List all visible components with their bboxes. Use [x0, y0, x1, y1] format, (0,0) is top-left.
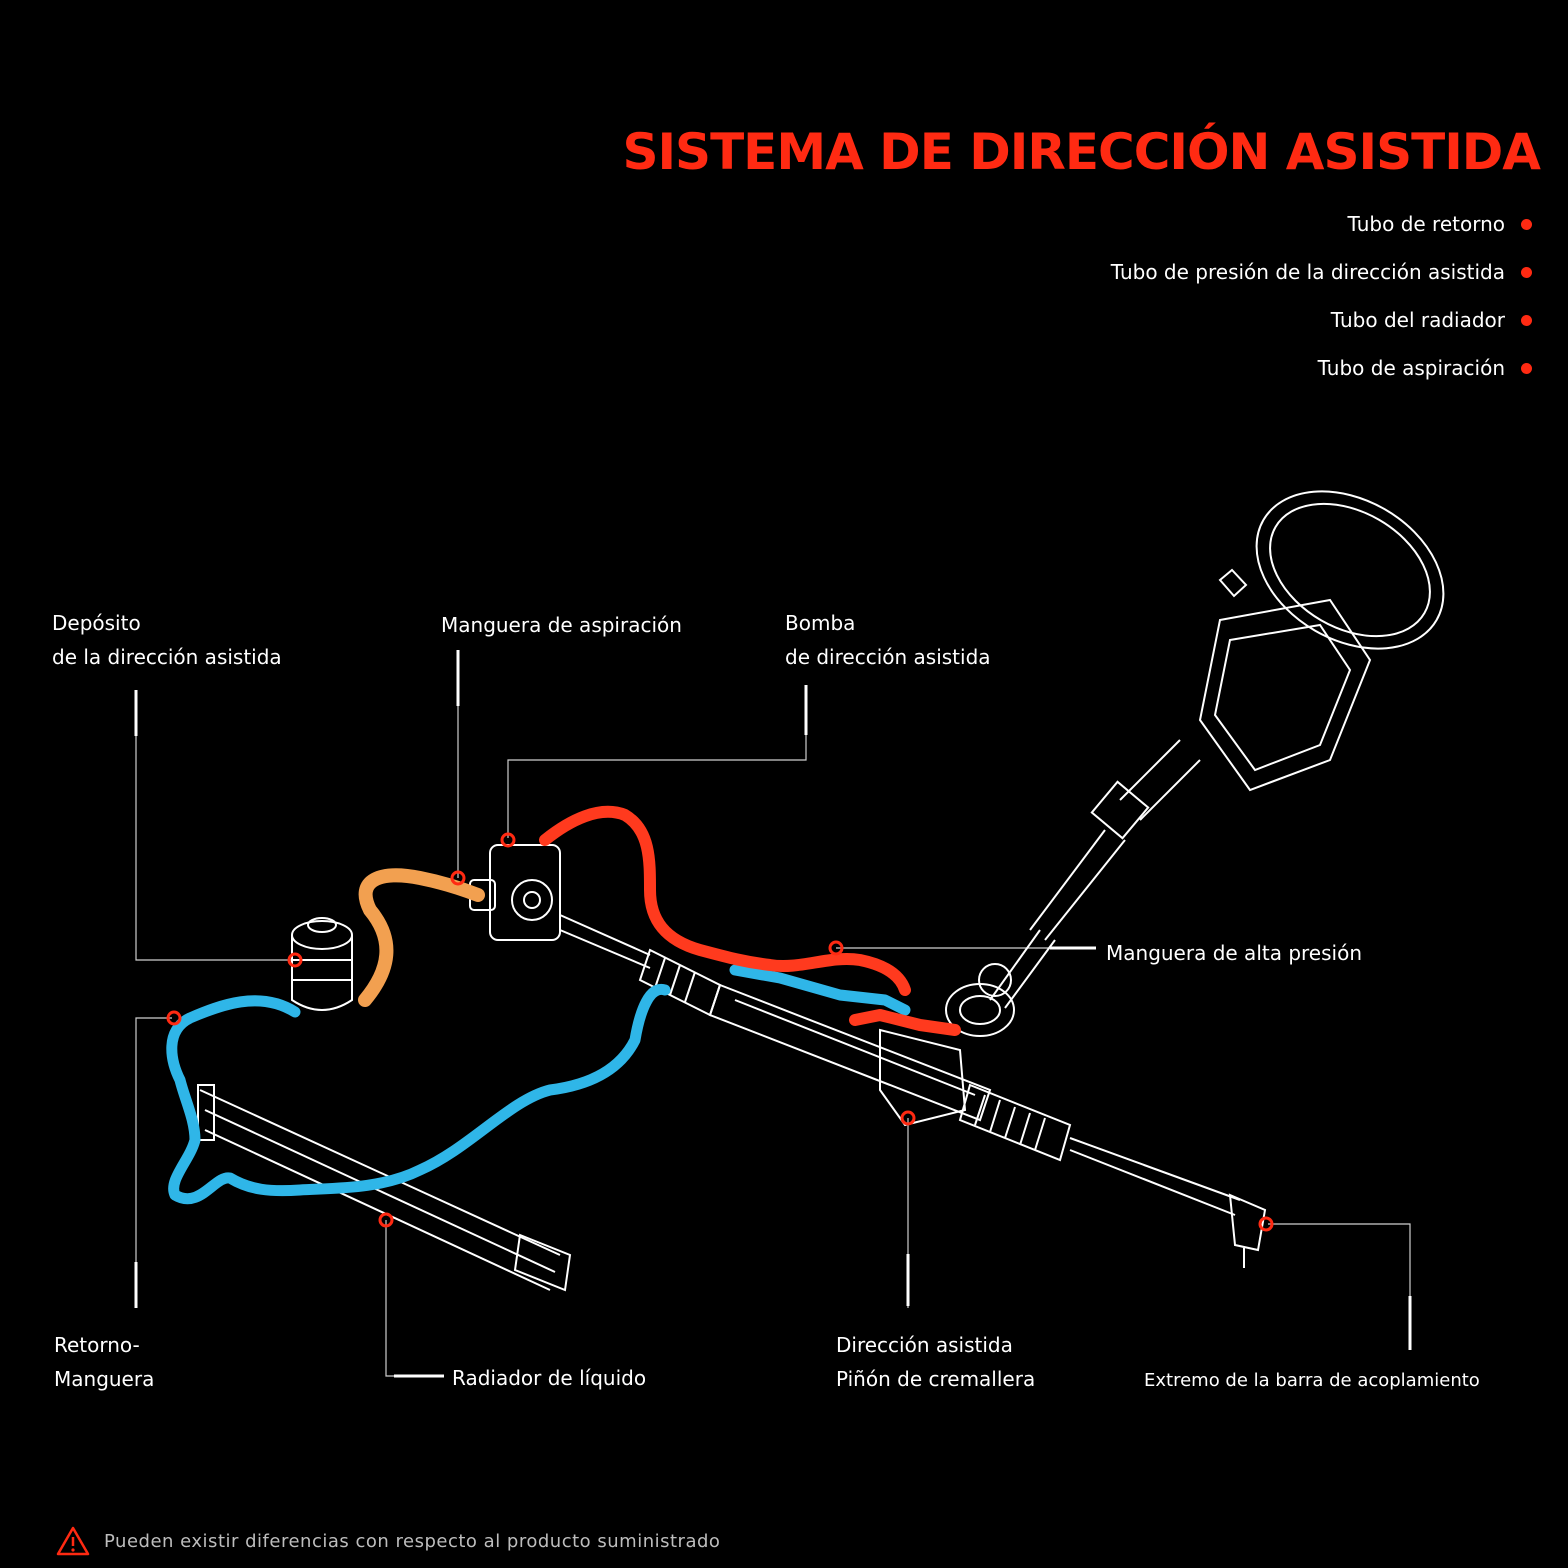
reservoir [291, 917, 353, 1011]
legend-item-return: Tubo de retorno [732, 200, 1532, 248]
legend-label: Tubo de aspiración [1317, 356, 1505, 380]
legend-dot-icon [1521, 266, 1532, 278]
return-hose [166, 964, 911, 1205]
marker-return [166, 1010, 182, 1026]
legend-item-radiator: Tubo del radiador [732, 296, 1532, 344]
legend-item-pressure: Tubo de presión de la dirección asistida [732, 248, 1532, 296]
legend-label: Tubo de presión de la dirección asistida [1110, 260, 1505, 284]
legend-label: Tubo de retorno [1347, 212, 1505, 236]
leader-pump [507, 685, 807, 838]
warning-icon [56, 1526, 90, 1556]
marker-pump [500, 832, 516, 848]
legend-item-suction: Tubo de aspiración [732, 344, 1532, 392]
leader-lines [135, 650, 1411, 1377]
disclaimer-text: Pueden existir diferencias con respecto … [104, 1530, 721, 1552]
marker-high-pressure [828, 940, 844, 956]
disclaimer: Pueden existir diferencias con respecto … [56, 1526, 720, 1556]
leader-tie-rod [1268, 1223, 1411, 1350]
marker-radiator [378, 1212, 394, 1228]
label-radiator: Radiador de líquido [452, 1366, 647, 1390]
label-return-hose: Retorno- Manguera [54, 1333, 155, 1391]
marker-tie-rod [1258, 1216, 1274, 1232]
page-title: SISTEMA DE DIRECCIÓN ASISTIDA [622, 123, 1541, 181]
steering-column [945, 490, 1445, 1037]
label-reservoir: Depósito de la dirección asistida [52, 611, 282, 669]
legend-label: Tubo del radiador [1330, 308, 1505, 332]
marker-reservoir [287, 952, 303, 968]
suction-hose [358, 868, 485, 1007]
label-high-pressure: Manguera de alta presión [1106, 941, 1362, 965]
leader-reservoir [135, 690, 292, 961]
legend-dot-icon [1521, 362, 1532, 374]
label-suction-hose: Manguera de aspiración [441, 613, 682, 637]
callout-markers [166, 832, 1274, 1232]
label-tie-rod: Extremo de la barra de acoplamiento [1144, 1370, 1480, 1391]
fluid-radiator [197, 1084, 572, 1292]
legend-dot-icon [1521, 218, 1532, 230]
legend-dot-icon [1521, 314, 1532, 326]
marker-rack [900, 1110, 916, 1126]
leader-return [135, 1017, 172, 1308]
label-rack: Dirección asistida Piñón de cremallera [836, 1333, 1036, 1391]
steering-rack [469, 844, 1267, 1268]
label-pump: Bomba de dirección asistida [785, 611, 991, 669]
legend: Tubo de retorno Tubo de presión de la di… [732, 200, 1532, 392]
leader-accents [134, 650, 1412, 1378]
leader-radiator [385, 1220, 444, 1377]
marker-suction [450, 870, 466, 886]
high-pressure-hose [539, 805, 961, 1036]
